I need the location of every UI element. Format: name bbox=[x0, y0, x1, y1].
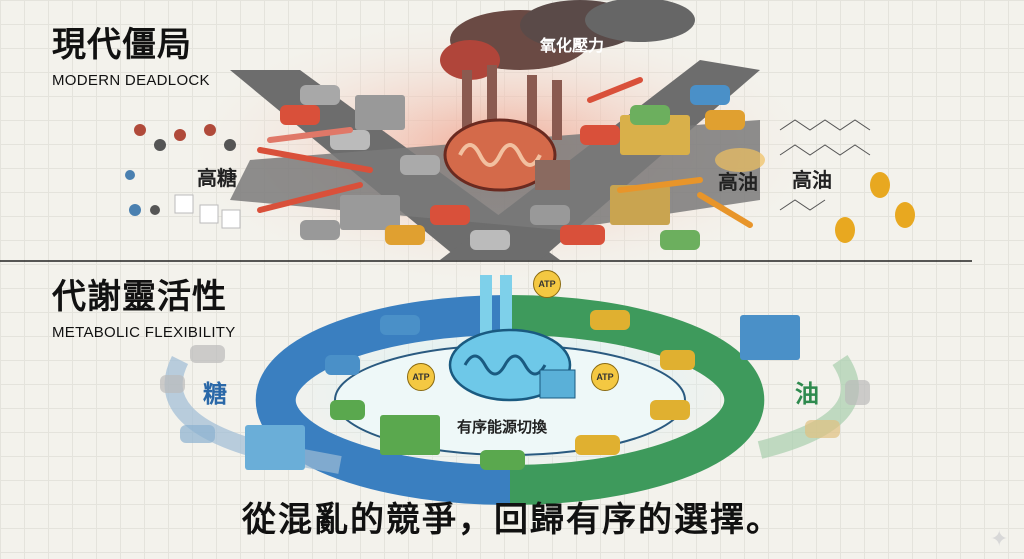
sparkle-icon: ✦ bbox=[990, 527, 1009, 552]
sugar-molecules bbox=[125, 124, 241, 229]
section-title-metabolic-flexibility: 代謝靈活性 bbox=[52, 277, 227, 317]
sugar-fuel-label: 糖 bbox=[203, 380, 227, 408]
traffic-cars bbox=[280, 85, 745, 250]
oil-drops-and-chains bbox=[715, 119, 915, 243]
section-title-modern-deadlock: 現代僵局 bbox=[52, 25, 192, 65]
fat-fuel-label: 油 bbox=[795, 380, 819, 408]
flowing-cars bbox=[160, 310, 870, 470]
atp-badge: ATP bbox=[591, 363, 619, 391]
section-subtitle-metabolic-flexibility: METABOLIC FLEXIBILITY bbox=[52, 324, 236, 341]
orderly-energy-switch-label: 有序能源切換 bbox=[457, 418, 548, 436]
atp-badge: ATP bbox=[533, 270, 561, 298]
chaos-arrows bbox=[257, 77, 753, 228]
high-sugar-label: 高糖 bbox=[197, 166, 237, 190]
caption: 從混亂的競爭，回歸有序的選擇。 bbox=[242, 500, 782, 540]
high-fat-label: 高油 bbox=[792, 168, 832, 192]
high-fat-arrow-label: 高油 bbox=[718, 170, 758, 194]
stressed-mitochondrion-factory bbox=[443, 65, 570, 192]
atp-badge: ATP bbox=[407, 363, 435, 391]
healthy-mitochondrion-factory bbox=[448, 275, 576, 402]
section-subtitle-modern-deadlock: MODERN DEADLOCK bbox=[52, 72, 210, 89]
smoke-cloud bbox=[440, 0, 695, 80]
oxidative-stress-label: 氧化壓力 bbox=[540, 36, 605, 55]
